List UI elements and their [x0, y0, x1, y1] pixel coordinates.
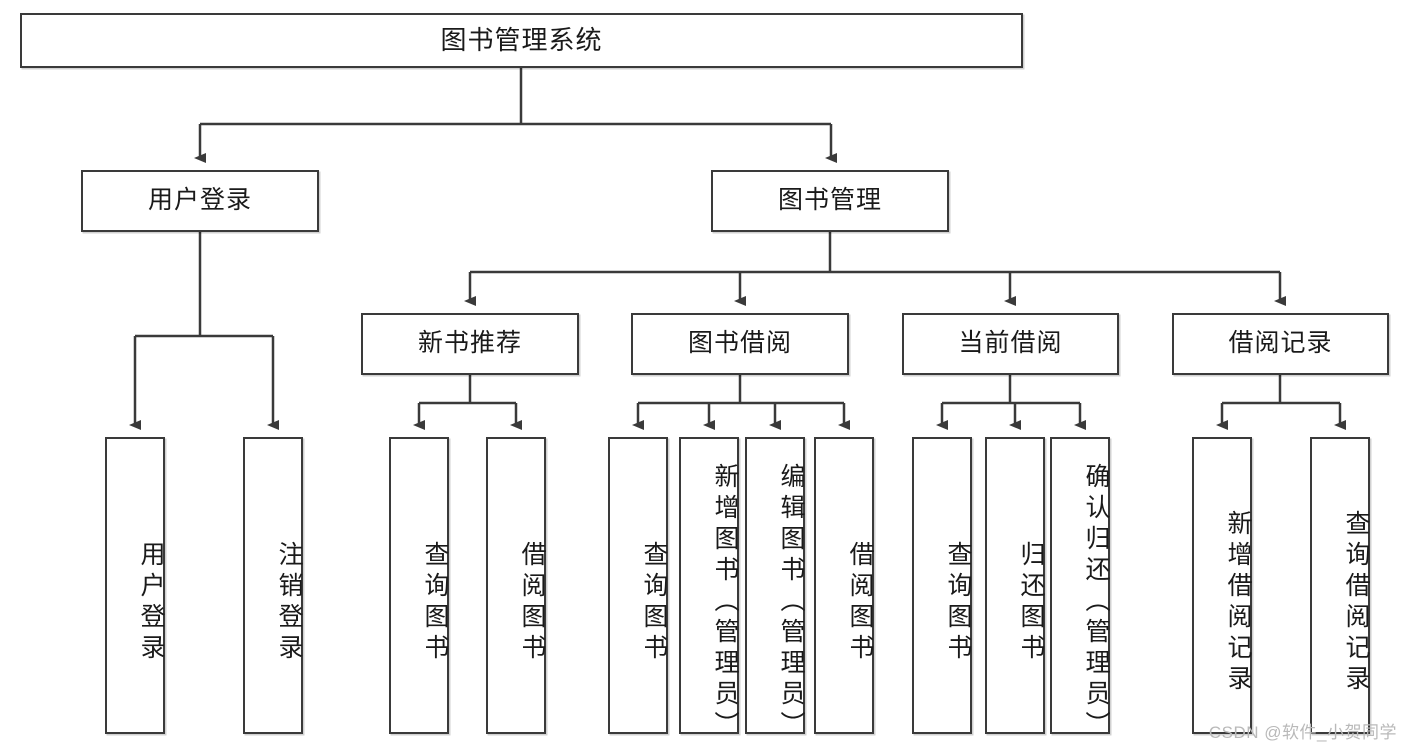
- node-leaf-add-borrow-record[interactable]: 新增借阅记录: [1192, 437, 1252, 734]
- node-label: 确认归还（管理员）: [1082, 463, 1110, 742]
- node-label: 新增图书（管理员）: [711, 463, 739, 742]
- node-label: 查询图书: [640, 540, 668, 665]
- node-label: 新增借阅记录: [1224, 509, 1252, 696]
- node-book-management[interactable]: 图书管理: [711, 170, 949, 232]
- node-label: 图书借阅: [687, 329, 792, 358]
- node-leaf-logout-login[interactable]: 注销登录: [243, 437, 303, 734]
- node-label: 借阅图书: [518, 540, 546, 665]
- node-label: 图书管理系统: [440, 25, 603, 56]
- node-leaf-user-login[interactable]: 用户登录: [105, 437, 165, 734]
- node-label: 查询图书: [421, 540, 449, 665]
- node-label: 注销登录: [275, 540, 303, 665]
- csdn-watermark: CSDN @软件_小贺同学: [1208, 723, 1397, 742]
- node-root-book-management-system[interactable]: 图书管理系统: [20, 13, 1023, 68]
- node-label: 借阅记录: [1228, 329, 1333, 358]
- node-leaf-edit-book-admin[interactable]: 编辑图书（管理员）: [745, 437, 805, 742]
- node-user-login[interactable]: 用户登录: [81, 170, 319, 232]
- node-leaf-borrow-book-2[interactable]: 借阅图书: [814, 437, 874, 734]
- node-leaf-query-book-3[interactable]: 查询图书: [912, 437, 972, 734]
- node-label: 查询图书: [944, 540, 972, 665]
- node-label: 用户登录: [147, 186, 252, 215]
- node-leaf-return-book[interactable]: 归还图书: [985, 437, 1045, 734]
- node-borrow-record[interactable]: 借阅记录: [1172, 313, 1389, 375]
- node-label: 当前借阅: [958, 329, 1063, 358]
- node-leaf-query-book-1[interactable]: 查询图书: [389, 437, 449, 734]
- node-label: 图书管理: [777, 186, 882, 215]
- node-label: 借阅图书: [846, 540, 874, 665]
- node-label: 新书推荐: [417, 329, 522, 358]
- node-current-borrow[interactable]: 当前借阅: [902, 313, 1119, 375]
- node-leaf-add-book-admin[interactable]: 新增图书（管理员）: [679, 437, 739, 742]
- node-label: 查询借阅记录: [1342, 509, 1370, 696]
- node-leaf-borrow-book-1[interactable]: 借阅图书: [486, 437, 546, 734]
- node-label: 用户登录: [137, 540, 165, 665]
- node-label: 编辑图书（管理员）: [777, 463, 805, 742]
- node-leaf-confirm-return-admin[interactable]: 确认归还（管理员）: [1050, 437, 1110, 742]
- node-leaf-query-book-2[interactable]: 查询图书: [608, 437, 668, 734]
- node-new-book-recommend[interactable]: 新书推荐: [361, 313, 579, 375]
- node-book-borrow[interactable]: 图书借阅: [631, 313, 849, 375]
- node-label: 归还图书: [1017, 540, 1045, 665]
- node-leaf-query-borrow-record[interactable]: 查询借阅记录: [1310, 437, 1370, 734]
